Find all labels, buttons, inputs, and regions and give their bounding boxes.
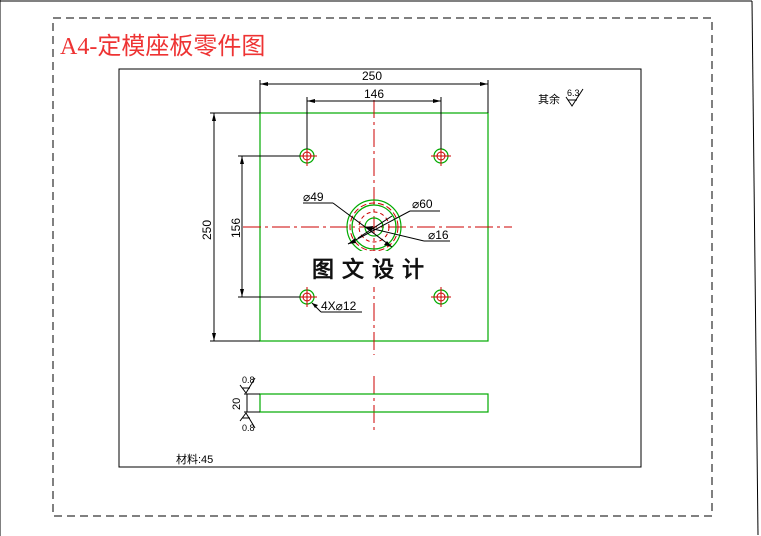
roughness-general-value: 6.3 — [567, 88, 580, 98]
dim-hole-callout: 4X⌀12 — [321, 299, 357, 313]
hole-bottom-right — [431, 287, 451, 307]
dim-dia-60: ⌀60 — [412, 197, 433, 211]
watermark-text: 图文设计 — [312, 257, 432, 283]
side-view-dimension — [244, 393, 260, 413]
dim-height-250: 250 — [200, 220, 214, 240]
dashed-frame — [52, 17, 713, 517]
side-view-outline — [259, 393, 489, 413]
center-bores — [346, 199, 402, 255]
roughness-top-value: 0.8 — [242, 375, 255, 385]
drawing-border — [118, 68, 642, 468]
dim-thickness-20: 20 — [231, 398, 243, 410]
material-note: 材料:45 — [176, 452, 213, 466]
dim-dia-16: ⌀16 — [428, 228, 449, 242]
corner-holes — [297, 146, 451, 307]
roughness-general-label: 其余 — [538, 92, 560, 106]
roughness-bottom-value: 0.8 — [242, 423, 255, 433]
top-dimension-lines — [259, 80, 489, 149]
dim-dia-49: ⌀49 — [303, 190, 324, 204]
dim-spacing-156: 156 — [229, 218, 243, 238]
drawing-title: A4-定模座板零件图 — [60, 33, 265, 60]
dim-spacing-146: 146 — [364, 87, 384, 101]
left-dimension-lines — [210, 112, 300, 342]
dim-width-250: 250 — [362, 69, 382, 83]
page-right-edge — [751, 0, 759, 536]
